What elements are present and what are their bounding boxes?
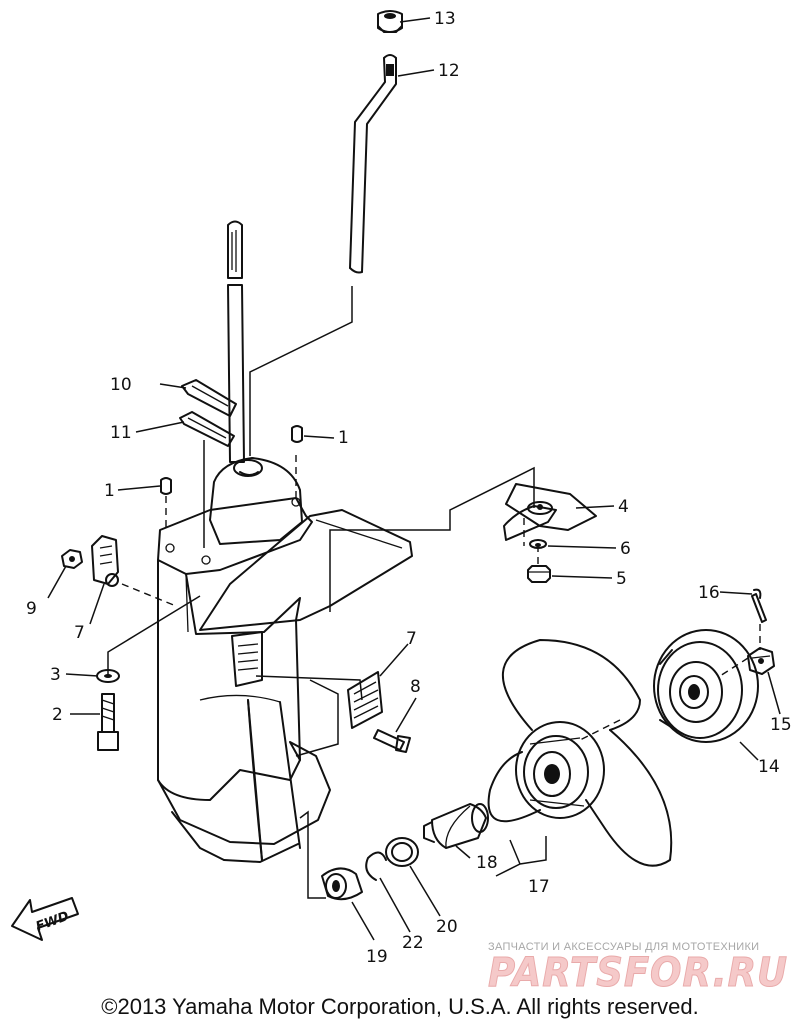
callout-13: 12 (438, 61, 460, 81)
callout-19: 18 (476, 853, 498, 873)
callout-1-upper: 1 (338, 428, 349, 448)
part-9-screw (373, 729, 411, 753)
connector-lines (107, 286, 535, 899)
part-14-shift-rod-cap (377, 10, 403, 33)
callout-3: 3 (50, 665, 61, 685)
callout-leaders (47, 17, 781, 941)
lower-case-exploded-diagram: 13 12 10 11 1 1 4 6 5 9 7 3 2 7 8 16 15 … (11, 9, 792, 990)
part-12-plate (179, 411, 235, 447)
callout-20: 19 (366, 947, 388, 967)
drive-shaft (227, 220, 245, 463)
part-17-cotter-pin (751, 588, 767, 623)
part-11-plate (181, 379, 237, 417)
lower-casing (157, 457, 413, 863)
callout-14: 13 (434, 9, 456, 29)
watermark: ЗАПЧАСТИ И АКСЕССУАРЫ ДЛЯ МОТОТЕХНИКИ PA… (488, 941, 788, 990)
callout-17: 16 (698, 583, 720, 603)
part-18-propeller (487, 639, 673, 867)
part-7-water-inlet-cover (347, 671, 383, 729)
part-10-nut (61, 549, 83, 569)
callout-2: 2 (52, 705, 63, 725)
part-19-bushing (423, 803, 489, 849)
callout-1-left: 1 (104, 481, 115, 501)
callout-12: 11 (110, 423, 132, 443)
part-6-washer (529, 539, 547, 549)
part-1-dowel-pin-left (160, 477, 172, 495)
copyright-notice: ©2013 Yamaha Motor Corporation, U.S.A. A… (101, 994, 699, 1019)
part-1-dowel-pin-upper (291, 425, 303, 443)
part-2-bolt (97, 693, 119, 751)
watermark-tagline: ЗАПЧАСТИ И АКСЕССУАРЫ ДЛЯ МОТОТЕХНИКИ (488, 941, 759, 953)
callout-11: 10 (110, 375, 132, 395)
callout-5: 5 (616, 569, 627, 589)
callout-8: 7 (74, 623, 85, 643)
part-20-washer (321, 867, 363, 901)
fwd-label: FWD (34, 909, 71, 935)
part-5-nut (527, 565, 551, 583)
part-13-shift-rod (349, 54, 397, 274)
callout-16: 15 (770, 715, 792, 735)
callout-21: 20 (436, 917, 458, 937)
callout-22: 22 (402, 933, 424, 953)
watermark-brand: PARTSFOR.RU (488, 950, 788, 990)
part-22-clip (365, 851, 387, 881)
callout-numbers: 13 12 10 11 1 1 4 6 5 9 7 3 2 7 8 16 15 … (26, 9, 792, 967)
callout-18: 17 (528, 877, 550, 897)
callout-7: 7 (406, 629, 417, 649)
part-8-clamp (91, 535, 119, 587)
callout-10: 9 (26, 599, 37, 619)
callout-4: 4 (618, 497, 629, 517)
callout-15: 14 (758, 757, 780, 777)
part-21-ring (385, 837, 419, 867)
part-16-propeller-nut (747, 647, 775, 675)
callout-6: 6 (620, 539, 631, 559)
part-4-trim-tab (503, 483, 597, 541)
part-15-spacer (653, 629, 759, 743)
fwd-arrow-icon: FWD (11, 897, 79, 941)
callout-9: 8 (410, 677, 421, 697)
